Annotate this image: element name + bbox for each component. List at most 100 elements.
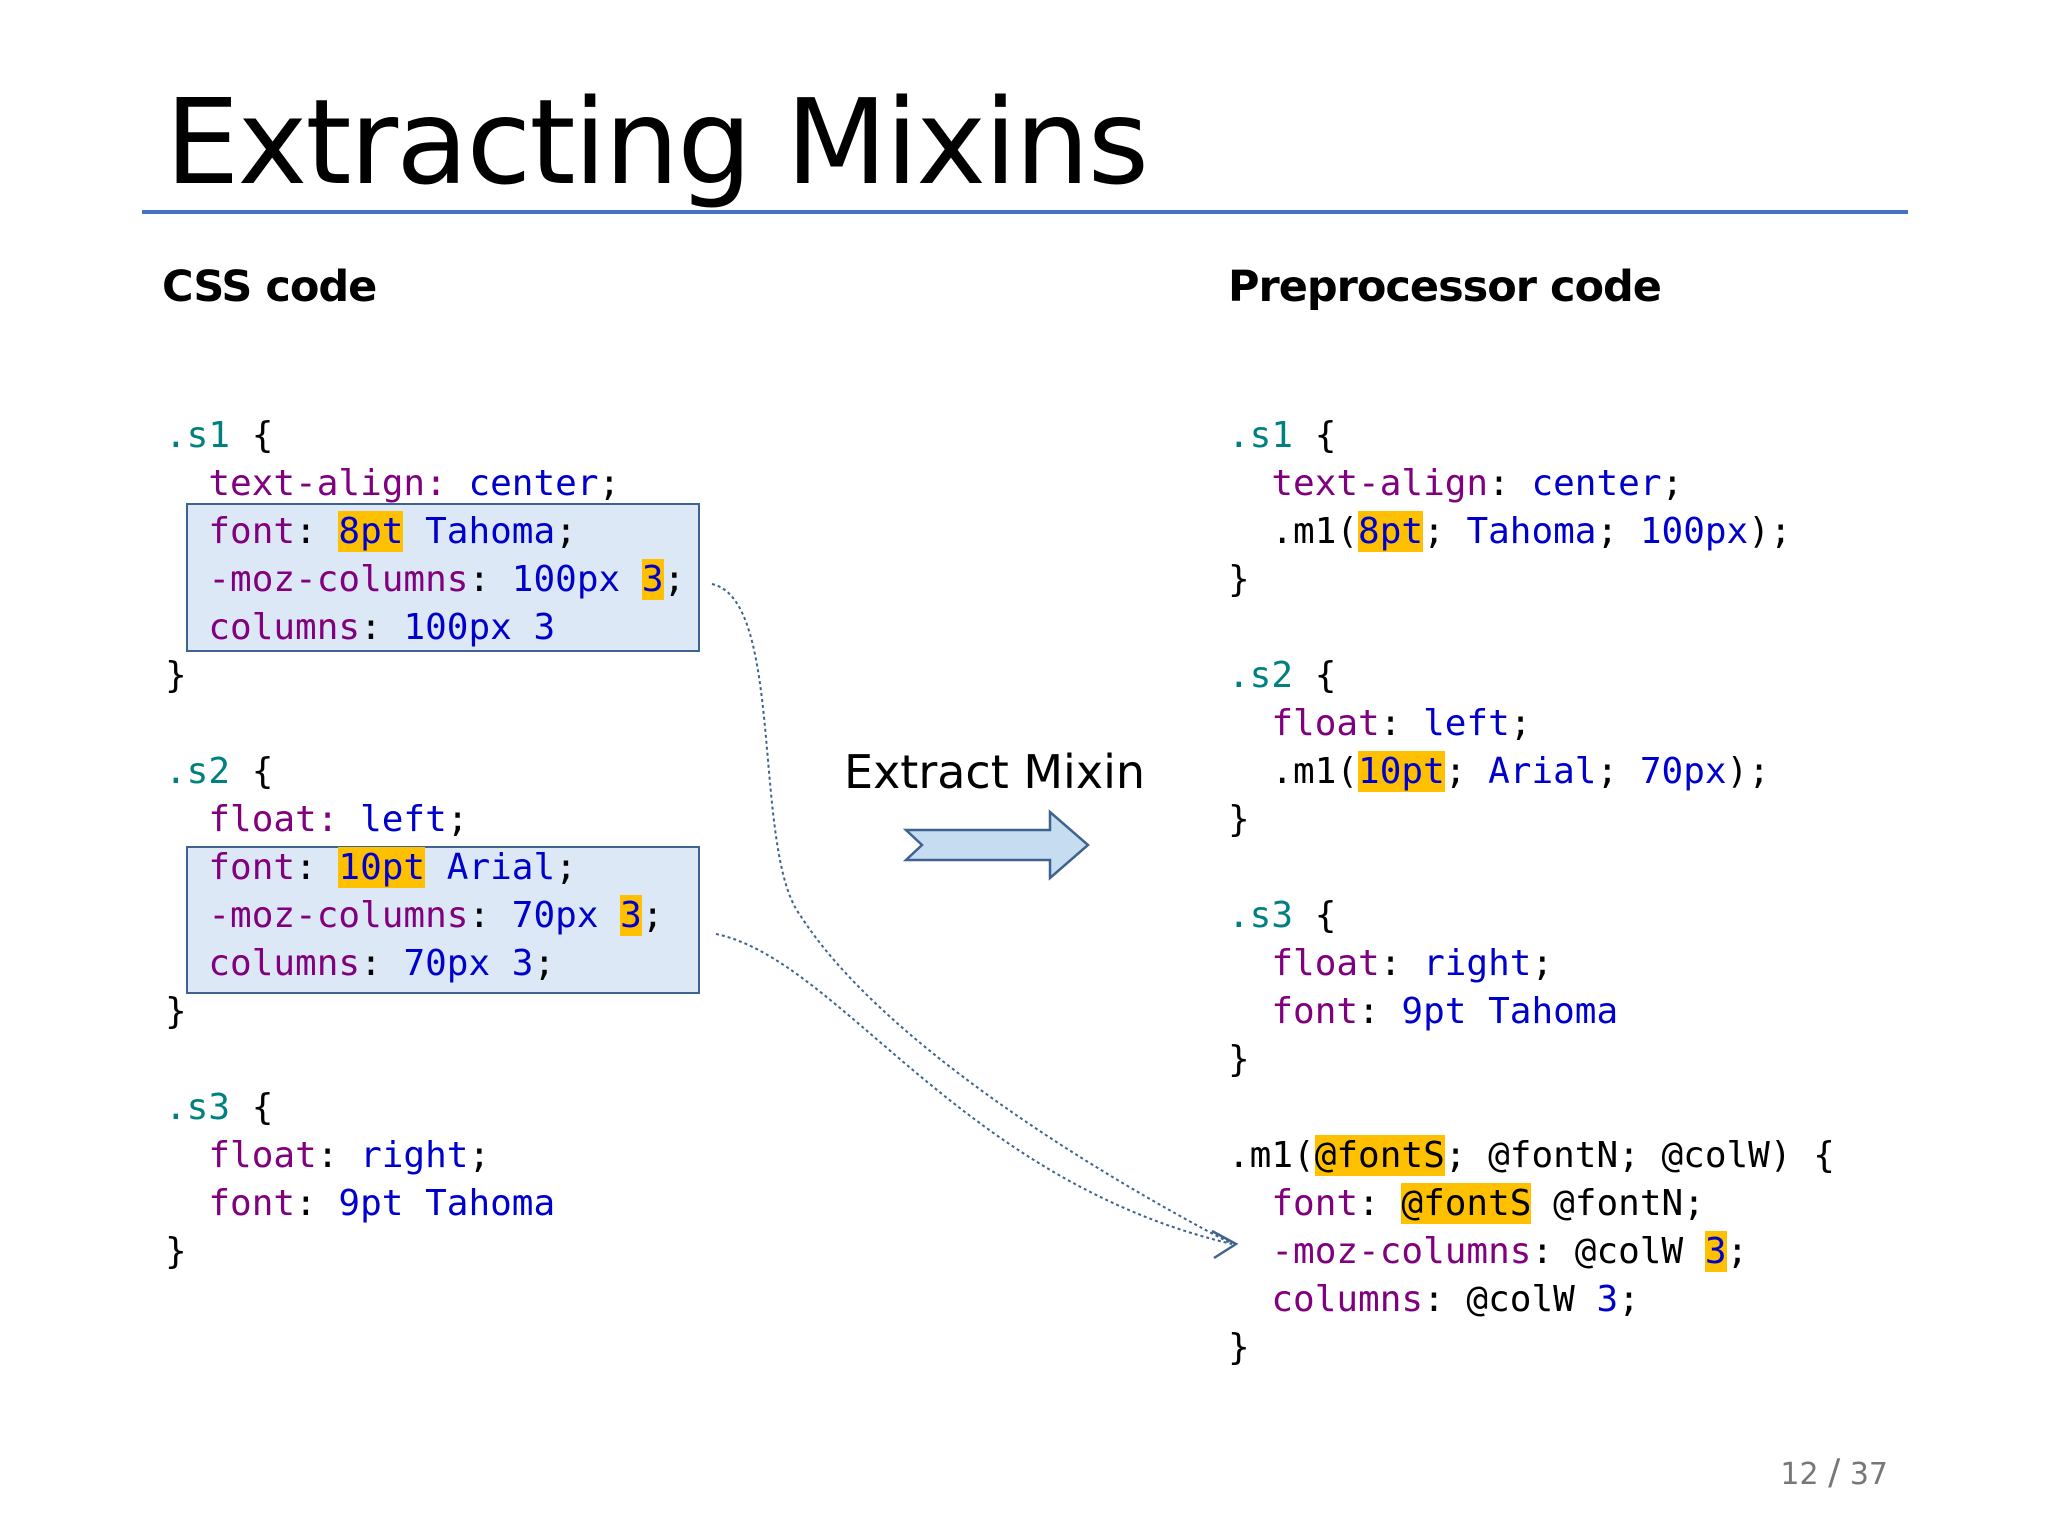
code-token: left <box>1423 703 1510 744</box>
code-line: float: left; <box>1228 700 1835 748</box>
code-token: : <box>360 943 404 984</box>
code-line: .s1 { <box>1228 412 1835 460</box>
code-token: ; <box>641 895 664 936</box>
code-token: : @colW <box>1531 1231 1705 1272</box>
code-token: right <box>1423 943 1532 984</box>
code-token: font <box>1228 1183 1359 1224</box>
code-token: : <box>1358 1183 1402 1224</box>
code-token: } <box>165 1231 187 1272</box>
code-token: 3 <box>1596 1279 1619 1320</box>
code-line: font: 8pt Tahoma; <box>165 508 685 556</box>
slide-title: Extracting Mixins <box>165 73 1149 211</box>
code-token: 100px 3 <box>403 607 556 648</box>
code-token: ; <box>1596 511 1640 552</box>
code-token: ; @fontN; @colW) { <box>1444 1135 1835 1176</box>
code-line: .s3 { <box>165 1084 685 1132</box>
code-token: ; <box>1444 751 1489 792</box>
code-token: : <box>295 847 339 888</box>
code-line: float: left; <box>165 796 685 844</box>
connector-line-s2 <box>715 933 1233 1245</box>
code-token: : <box>1488 463 1532 504</box>
code-token: : <box>1358 991 1402 1032</box>
extract-mixin-label: Extract Mixin <box>844 745 1145 799</box>
code-token: 70px 3 <box>403 943 534 984</box>
code-line: font: 9pt Tahoma <box>165 1180 685 1228</box>
code-token: columns <box>1228 1279 1424 1320</box>
code-token: ; <box>1726 1231 1749 1272</box>
code-token: -moz-columns <box>165 895 469 936</box>
code-token: text-align <box>165 463 426 504</box>
code-line: float: right; <box>1228 940 1835 988</box>
code-token: float <box>1228 703 1380 744</box>
extract-mixin-arrow <box>902 809 1090 881</box>
code-token: Tahoma <box>403 511 556 552</box>
code-token: } <box>165 655 187 696</box>
code-line: font: 9pt Tahoma <box>1228 988 1835 1036</box>
highlighted-token: @fontS <box>1314 1135 1445 1176</box>
code-token: .s2 <box>165 751 231 792</box>
highlighted-token: 10pt <box>338 847 426 888</box>
preprocessor-code-heading: Preprocessor code <box>1228 262 1662 312</box>
code-token: { <box>1293 415 1337 456</box>
code-token: } <box>1228 559 1250 600</box>
code-token: : @colW <box>1423 1279 1597 1320</box>
code-token: } <box>1228 799 1250 840</box>
page-current: 12 <box>1780 1457 1819 1492</box>
code-line: .s1 { <box>165 412 685 460</box>
code-token: font <box>165 1183 296 1224</box>
code-token: right <box>360 1135 469 1176</box>
code-line: } <box>1228 1036 1835 1084</box>
highlighted-token: 3 <box>641 559 664 600</box>
code-token: { <box>230 1087 274 1128</box>
code-line: columns: @colW 3; <box>1228 1276 1835 1324</box>
page-number: 12 / 37 <box>1780 1452 1888 1493</box>
code-line: float: right; <box>165 1132 685 1180</box>
code-token: @fontN; <box>1531 1183 1705 1224</box>
connector-line-s1 <box>711 583 1233 1245</box>
code-token: : <box>1379 703 1424 744</box>
code-token: 70px <box>511 895 621 936</box>
code-token: ; <box>1531 943 1554 984</box>
css-code-heading: CSS code <box>162 262 377 312</box>
code-line: } <box>1228 556 1835 604</box>
code-token: ; <box>1661 463 1684 504</box>
code-token: : <box>468 895 512 936</box>
mixin-candidate-box-s1 <box>186 503 700 652</box>
code-token: .s1 <box>165 415 231 456</box>
code-token: : <box>316 1135 361 1176</box>
code-line: text-align: center; <box>1228 460 1835 508</box>
code-token: ; <box>555 511 577 552</box>
code-token: : <box>425 463 469 504</box>
code-token: ; <box>1596 751 1640 792</box>
preprocessor-code-block: .s1 { text-align: center; .m1(8pt; Tahom… <box>1228 412 1835 1372</box>
highlighted-token: 8pt <box>1358 511 1424 552</box>
code-token: ); <box>1748 511 1792 552</box>
code-token: 9pt Tahoma <box>1401 991 1619 1032</box>
code-token: .s2 <box>1228 655 1294 696</box>
code-token: columns <box>165 607 361 648</box>
code-line: .s2 { <box>1228 652 1835 700</box>
code-token: } <box>1228 1327 1250 1368</box>
code-token: } <box>1228 1039 1250 1080</box>
page-separator: / <box>1828 1452 1841 1493</box>
code-token: Arial <box>1488 751 1597 792</box>
code-token: : <box>295 511 339 552</box>
code-token: font <box>165 847 296 888</box>
code-token: 70px <box>1639 751 1727 792</box>
code-token: 9pt Tahoma <box>338 1183 556 1224</box>
code-line: .s2 { <box>165 748 685 796</box>
code-line: .m1(8pt; Tahoma; 100px); <box>1228 508 1835 556</box>
title-rule <box>142 210 1908 214</box>
code-token: left <box>360 799 447 840</box>
code-token: : <box>295 1183 339 1224</box>
highlighted-token: @fontS <box>1401 1183 1532 1224</box>
code-token: center <box>468 463 599 504</box>
code-line: } <box>1228 796 1835 844</box>
code-token: { <box>1293 895 1337 936</box>
code-line: font: @fontS @fontN; <box>1228 1180 1835 1228</box>
code-token: : <box>1379 943 1424 984</box>
code-token: ; <box>468 1135 491 1176</box>
code-token: ; <box>663 559 686 600</box>
css-code-block: .s1 { text-align: center; font: 8pt Taho… <box>165 412 685 1276</box>
code-line: } <box>1228 1324 1835 1372</box>
